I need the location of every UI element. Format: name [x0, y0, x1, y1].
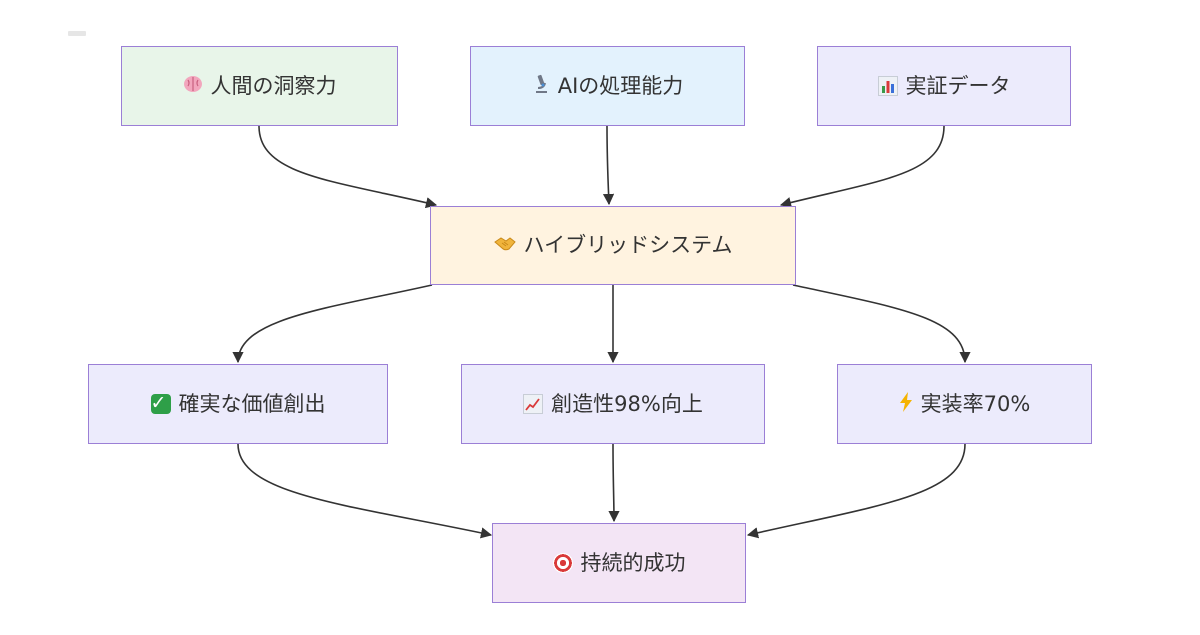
node-label: 実証データ: [905, 73, 1011, 98]
node-reliable-value[interactable]: ✓ 確実な価値創出: [88, 364, 388, 444]
node-label: 確実な価値創出: [178, 391, 326, 416]
node-label: ハイブリッドシステム: [523, 233, 733, 257]
check-mark-icon: ✓: [150, 394, 171, 414]
target-icon: [552, 553, 573, 573]
node-ai-processing[interactable]: AIの処理能力: [470, 46, 745, 126]
node-creativity-improvement[interactable]: 創造性98%向上: [461, 364, 765, 444]
edge-create-to-success: [608, 443, 620, 523]
edge-hybrid-to-value: [232, 284, 433, 364]
node-label: 人間の洞察力: [210, 73, 337, 98]
edge-impl-to-success: [746, 443, 966, 539]
chart-increasing-icon: [523, 394, 544, 414]
bar-chart-icon: [877, 76, 898, 96]
node-label: 創造性98%向上: [551, 391, 703, 416]
toolbar-handle: [68, 31, 86, 36]
node-label: 持続的成功: [580, 550, 686, 575]
edge-human-to-hybrid: [258, 125, 438, 209]
node-implementation-rate[interactable]: 実装率70%: [837, 364, 1092, 444]
handshake-icon: [493, 236, 516, 256]
node-sustained-success[interactable]: 持続的成功: [492, 523, 746, 603]
brain-icon: [183, 75, 203, 97]
microscope-icon: [532, 74, 550, 98]
node-empirical-data[interactable]: 実証データ: [817, 46, 1071, 126]
node-hybrid-system[interactable]: ハイブリッドシステム: [430, 206, 796, 285]
lightning-icon: [899, 392, 913, 416]
edge-data-to-hybrid: [779, 125, 945, 208]
node-human-insight[interactable]: 人間の洞察力: [121, 46, 398, 126]
node-label: 実装率70%: [920, 391, 1031, 416]
node-label: AIの処理能力: [557, 73, 684, 98]
edge-value-to-success: [237, 443, 493, 539]
edge-hybrid-to-impl: [792, 284, 971, 364]
edge-ai-to-hybrid: [602, 125, 615, 206]
